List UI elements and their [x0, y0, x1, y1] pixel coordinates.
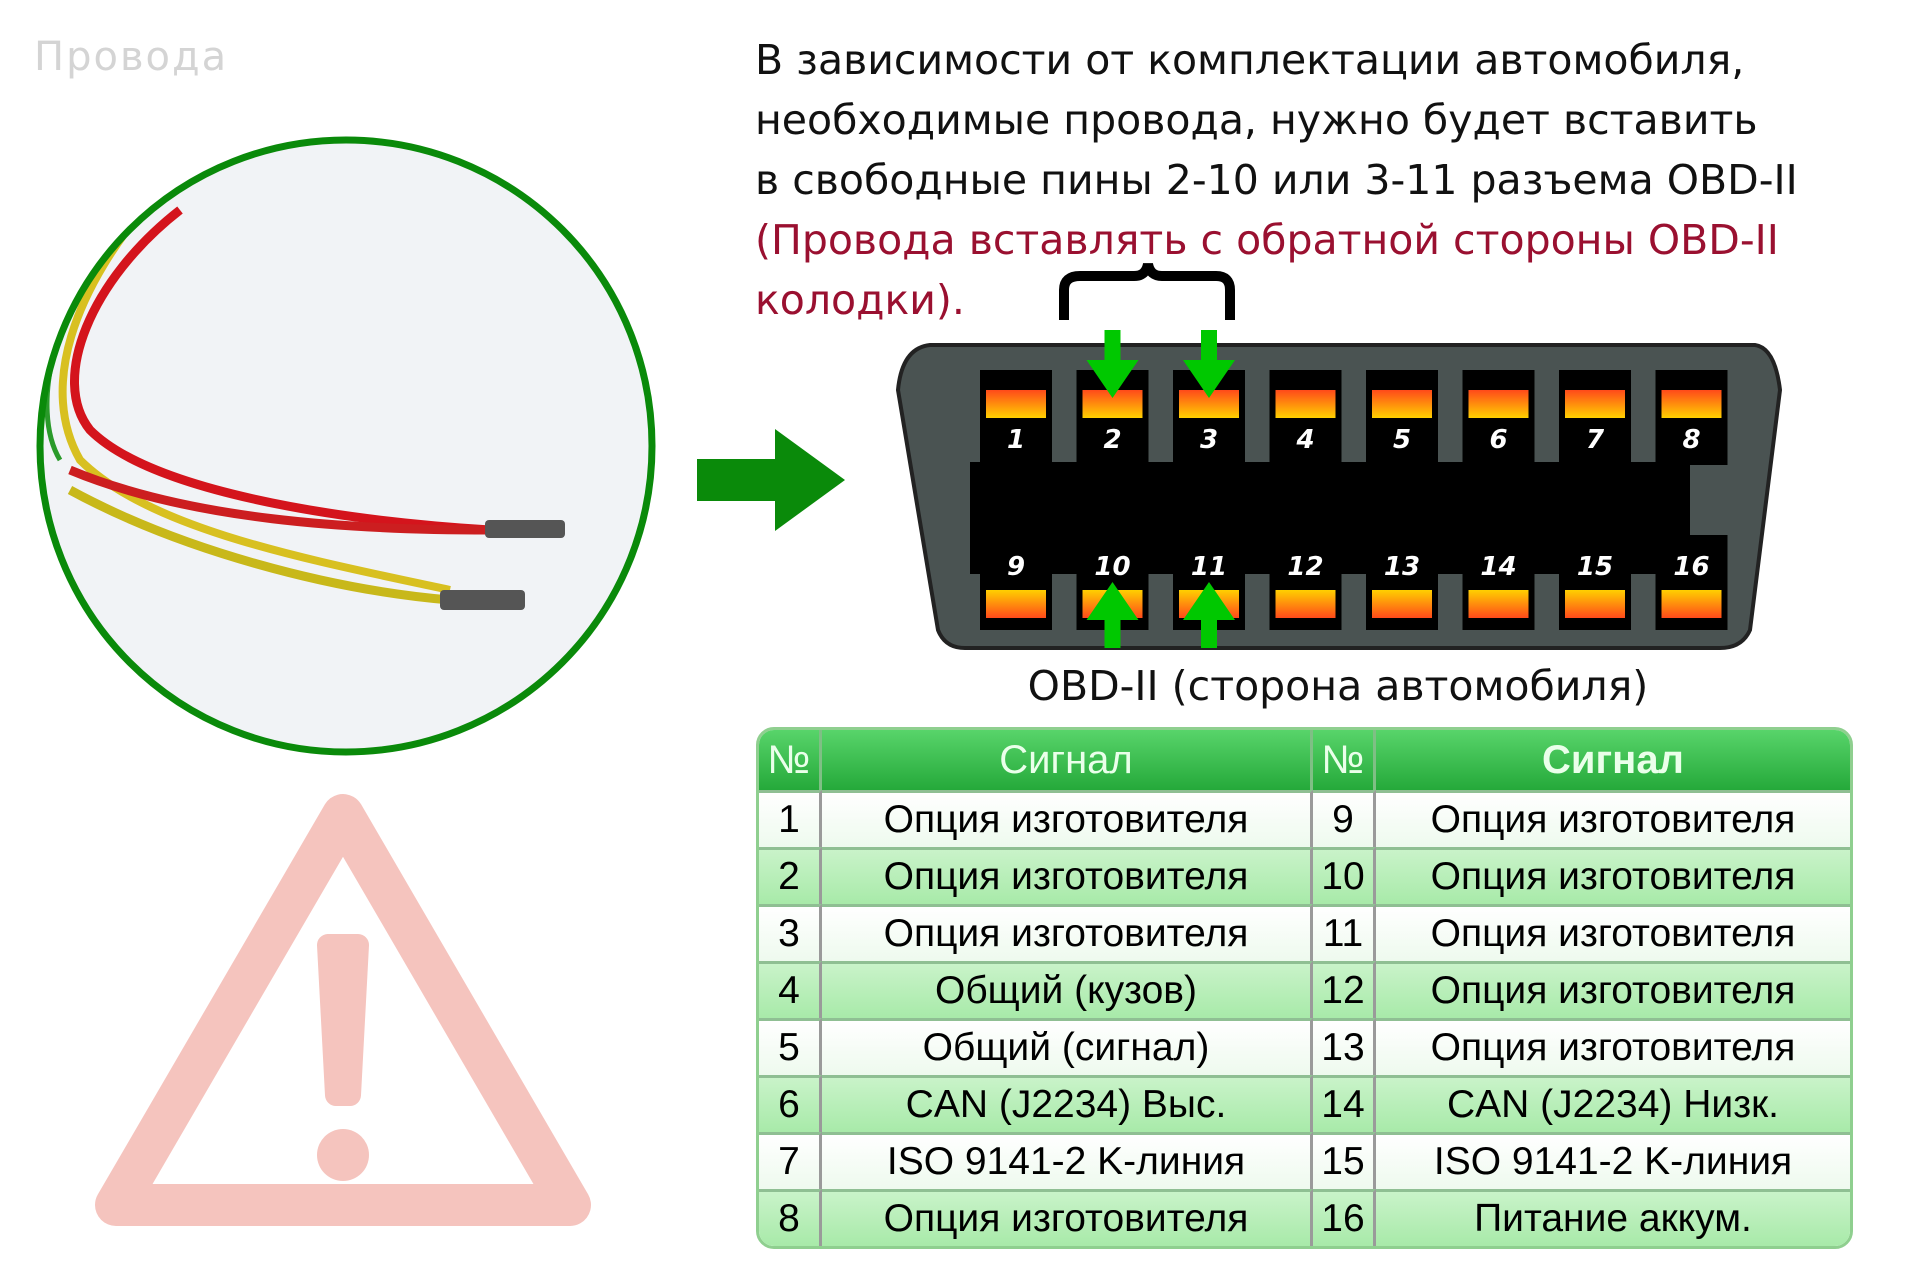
pin-number: 3 — [1200, 425, 1218, 455]
pin-number: 14 — [1480, 552, 1516, 582]
pin-number-cell: 12 — [1313, 961, 1376, 1018]
signal-cell: Опция изготовителя — [1376, 904, 1850, 961]
warning-icon — [95, 794, 591, 1226]
insert-arrow-icon — [1086, 330, 1139, 398]
signal-cell: CAN (J2234) Выс. — [822, 1075, 1313, 1132]
pin-contact — [1275, 390, 1336, 418]
pin-number-cell: 9 — [1313, 790, 1376, 847]
instructions-text: В зависимости от комплектации автомобиля… — [755, 30, 1924, 330]
table-header: Сигнал — [1376, 730, 1850, 790]
pin-contact — [1372, 590, 1432, 618]
pin-contact — [1275, 590, 1336, 618]
pin-number: 7 — [1586, 425, 1605, 455]
signal-cell: CAN (J2234) Низк. — [1376, 1075, 1850, 1132]
table-header: № — [759, 730, 822, 790]
pin-number: 10 — [1094, 552, 1130, 582]
pin-contact — [1372, 390, 1432, 418]
insert-arrow-icon — [1086, 582, 1139, 648]
instruction-line: необходимые провода, нужно будет вставит… — [755, 96, 1758, 144]
pin-contact — [986, 390, 1046, 418]
signal-cell: Общий (кузов) — [822, 961, 1313, 1018]
pin-contact — [1565, 390, 1625, 418]
pin-number: 4 — [1295, 425, 1314, 455]
signal-cell: Общий (сигнал) — [822, 1018, 1313, 1075]
pin-number-cell: 2 — [759, 847, 822, 904]
brace-icon — [1059, 262, 1235, 320]
pin-number-cell: 3 — [759, 904, 822, 961]
pin-contact — [986, 590, 1046, 618]
right-arrow-icon — [697, 429, 845, 531]
pin-number-cell: 14 — [1313, 1075, 1376, 1132]
instruction-line: В зависимости от комплектации автомобиля… — [755, 36, 1745, 84]
pin-contact — [1565, 590, 1625, 618]
pin-number-cell: 7 — [759, 1132, 822, 1189]
pin-number-cell: 5 — [759, 1018, 822, 1075]
instruction-line: в свободные пины 2-10 или 3-11 разъема O… — [755, 156, 1798, 204]
pin-number-cell: 11 — [1313, 904, 1376, 961]
signal-cell: Питание аккум. — [1376, 1189, 1850, 1246]
pin-number-cell: 16 — [1313, 1189, 1376, 1246]
pin-number: 16 — [1673, 552, 1709, 582]
instruction-note: (Провода вставлять с обратной стороны OB… — [755, 216, 1779, 324]
pin-number: 5 — [1393, 425, 1411, 455]
pin-number-cell: 6 — [759, 1075, 822, 1132]
pin-number: 1 — [1007, 425, 1025, 455]
pin-number: 9 — [1007, 552, 1025, 582]
connector-caption: OBD-II (сторона автомобиля) — [1027, 662, 1649, 710]
wires-photo — [36, 136, 656, 756]
signal-cell: Опция изготовителя — [1376, 847, 1850, 904]
pin-contact — [1661, 390, 1722, 418]
pin-contact — [1661, 590, 1722, 618]
pin-number-cell: 1 — [759, 790, 822, 847]
signal-cell: Опция изготовителя — [822, 904, 1313, 961]
insert-arrow-icon — [1183, 582, 1235, 648]
pin-number-cell: 15 — [1313, 1132, 1376, 1189]
pin-number: 6 — [1489, 425, 1507, 455]
pin-number: 13 — [1384, 552, 1420, 582]
signal-cell: ISO 9141-2 K-линия — [1376, 1132, 1850, 1189]
page-title: Провода — [34, 34, 229, 80]
signal-cell: Опция изготовителя — [1376, 790, 1850, 847]
signal-cell: ISO 9141-2 K-линия — [822, 1132, 1313, 1189]
table-header: № — [1313, 730, 1376, 790]
pin-number-cell: 10 — [1313, 847, 1376, 904]
pin-number-cell: 4 — [759, 961, 822, 1018]
pin-number: 15 — [1577, 552, 1613, 582]
signal-cell: Опция изготовителя — [1376, 1018, 1850, 1075]
pin-contact — [1468, 590, 1529, 618]
pin-number-cell: 8 — [759, 1189, 822, 1246]
signal-cell: Опция изготовителя — [822, 847, 1313, 904]
pin-number: 2 — [1103, 425, 1121, 455]
pin-number-cell: 13 — [1313, 1018, 1376, 1075]
pin-number: 11 — [1191, 552, 1227, 582]
signal-cell: Опция изготовителя — [822, 790, 1313, 847]
insert-arrow-icon — [1183, 330, 1235, 398]
pin-contact — [1468, 390, 1529, 418]
table-header: Сигнал — [822, 730, 1313, 790]
pin-number: 8 — [1682, 425, 1700, 455]
pin-number: 12 — [1287, 552, 1323, 582]
signal-cell: Опция изготовителя — [822, 1189, 1313, 1246]
signal-cell: Опция изготовителя — [1376, 961, 1850, 1018]
